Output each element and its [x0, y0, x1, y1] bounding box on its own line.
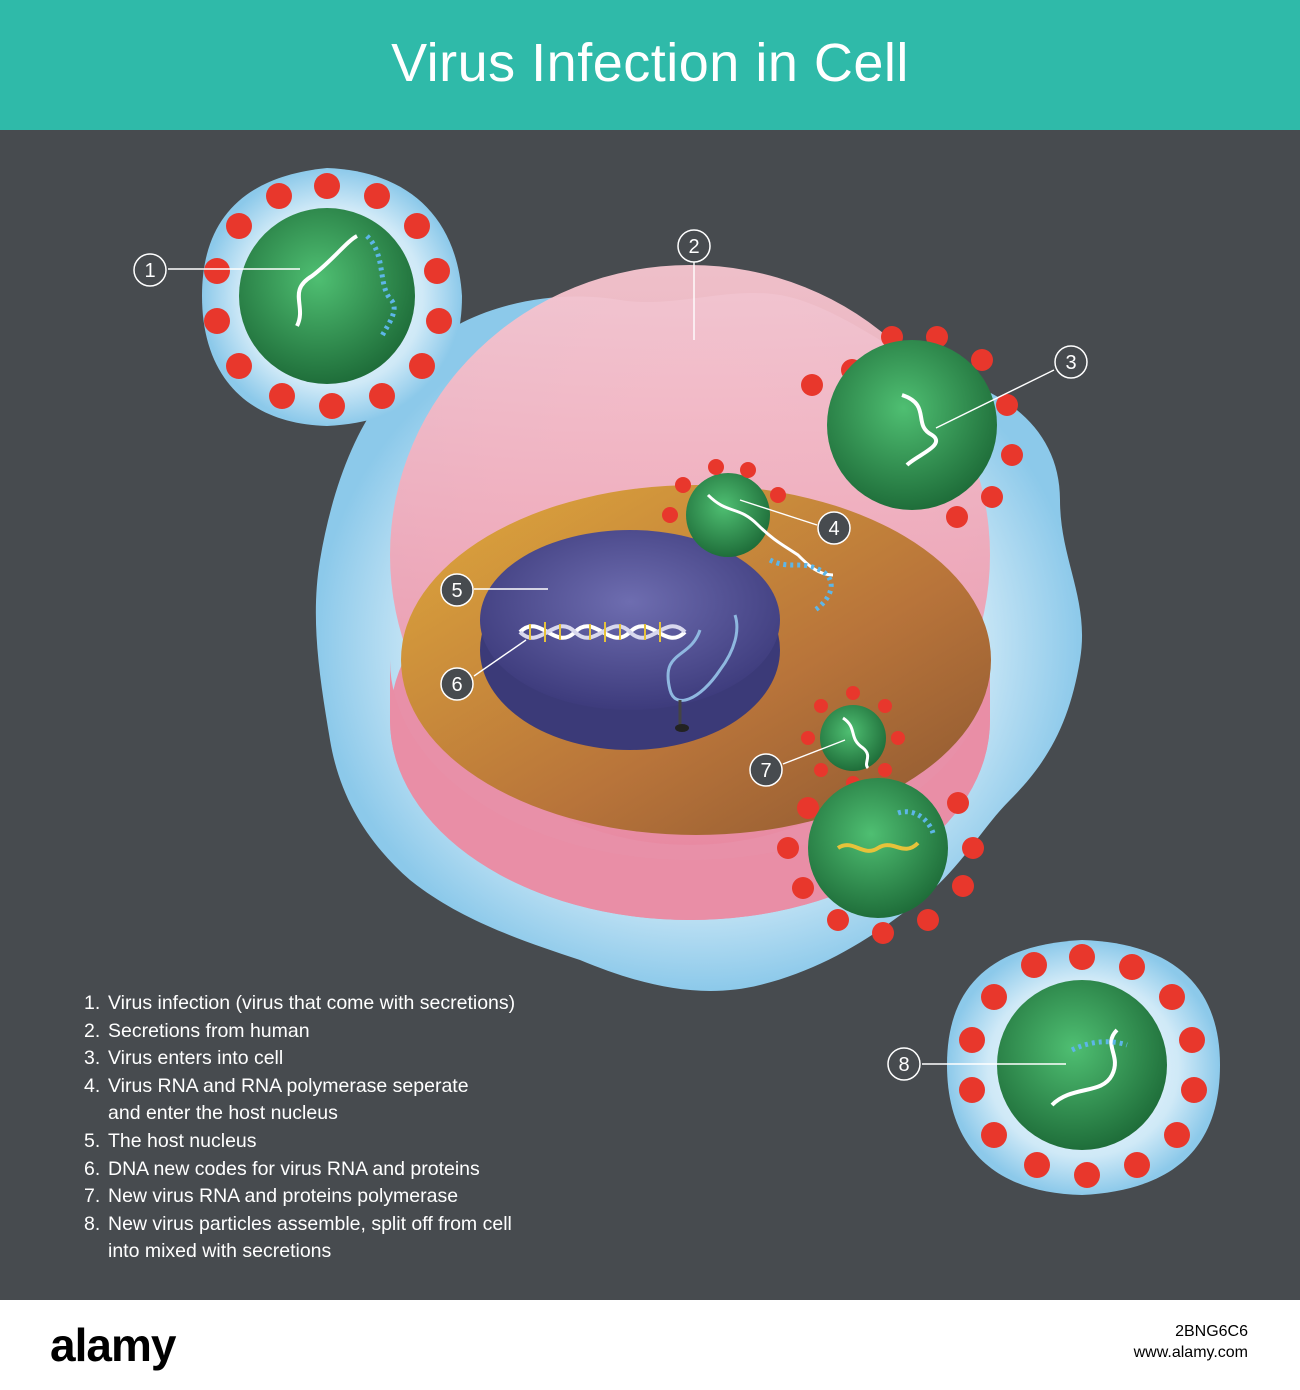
legend-number: 4.	[84, 1074, 101, 1097]
legend-text: DNA new codes for virus RNA and proteins	[108, 1157, 480, 1180]
svg-text:6: 6	[451, 674, 462, 696]
legend-item: 7. New virus RNA and proteins polymerase	[84, 1183, 644, 1211]
image-id: 2BNG6C6	[1175, 1323, 1248, 1340]
svg-text:1: 1	[144, 260, 155, 282]
footer-url: www.alamy.com	[1133, 1344, 1248, 1361]
callout-5: 5	[440, 573, 474, 607]
legend-text: Virus infection (virus that come with se…	[108, 992, 516, 1014]
legend-list: 1. Virus infection (virus that come with …	[84, 990, 644, 1266]
legend-text: New virus RNA and proteins polymerase	[108, 1185, 459, 1208]
legend-text: New virus particles assemble, split off …	[108, 1212, 512, 1263]
svg-text:2: 2	[688, 236, 699, 258]
header-bar	[0, 0, 1300, 130]
callout-8: 8	[887, 1047, 921, 1081]
alamy-logo: alamy	[50, 1319, 176, 1371]
svg-text:7: 7	[760, 760, 771, 782]
rna-strand-icon	[666, 614, 739, 725]
callout-4: 4	[817, 511, 851, 545]
legend-item: 5. The host nucleus	[84, 1128, 644, 1156]
legend-item: 1. Virus infection (virus that come with …	[84, 990, 644, 1018]
virus-8	[947, 940, 1220, 1195]
legend-number: 3.	[84, 1047, 101, 1070]
dna-helix-icon	[518, 622, 687, 642]
legend-number: 7.	[84, 1185, 101, 1208]
legend-number: 2.	[84, 1019, 101, 1042]
legend-number: 6.	[84, 1157, 101, 1180]
callout-2: 2	[677, 229, 711, 263]
legend-item: 3. Virus enters into cell	[84, 1045, 644, 1073]
legend-item: 4. Virus RNA and RNA polymerase seperate …	[84, 1073, 644, 1128]
virus-4	[662, 459, 834, 577]
page-title: Virus Infection in Cell	[391, 33, 909, 93]
callout-3: 3	[1054, 345, 1088, 379]
legend-text: Virus enters into cell	[108, 1047, 284, 1070]
svg-text:8: 8	[898, 1054, 909, 1076]
legend-number: 5.	[84, 1129, 101, 1152]
cell-diagram: 1 2 3 4 5 6 7 8	[133, 168, 1220, 1195]
legend-item: 8. New virus particles assemble, split of…	[84, 1211, 644, 1266]
legend-text: Secretions from human	[108, 1019, 310, 1042]
virus-exiting	[777, 778, 984, 944]
callout-7: 7	[749, 753, 783, 787]
virus-1	[202, 168, 462, 426]
callout-markers: 1 2 3 4 5 6 7 8	[133, 229, 1088, 1081]
legend-number: 1.	[84, 992, 101, 1014]
legend-text: The host nucleus	[108, 1129, 257, 1152]
legend-number: 8.	[84, 1212, 101, 1235]
footer-bar: alamy 2BNG6C6 www.alamy.com	[0, 1300, 1300, 1390]
legend-item: 6. DNA new codes for virus RNA and protei…	[84, 1156, 644, 1184]
callout-1: 1	[133, 253, 167, 287]
virus-3	[801, 326, 1023, 528]
svg-text:5: 5	[451, 580, 462, 602]
callout-6: 6	[440, 667, 474, 701]
legend-item: 2. Secretions from human	[84, 1018, 644, 1046]
svg-text:3: 3	[1065, 352, 1076, 374]
svg-text:4: 4	[828, 518, 839, 540]
host-nucleus	[480, 530, 780, 710]
legend-text: Virus RNA and RNA polymerase seperate an…	[108, 1074, 469, 1125]
